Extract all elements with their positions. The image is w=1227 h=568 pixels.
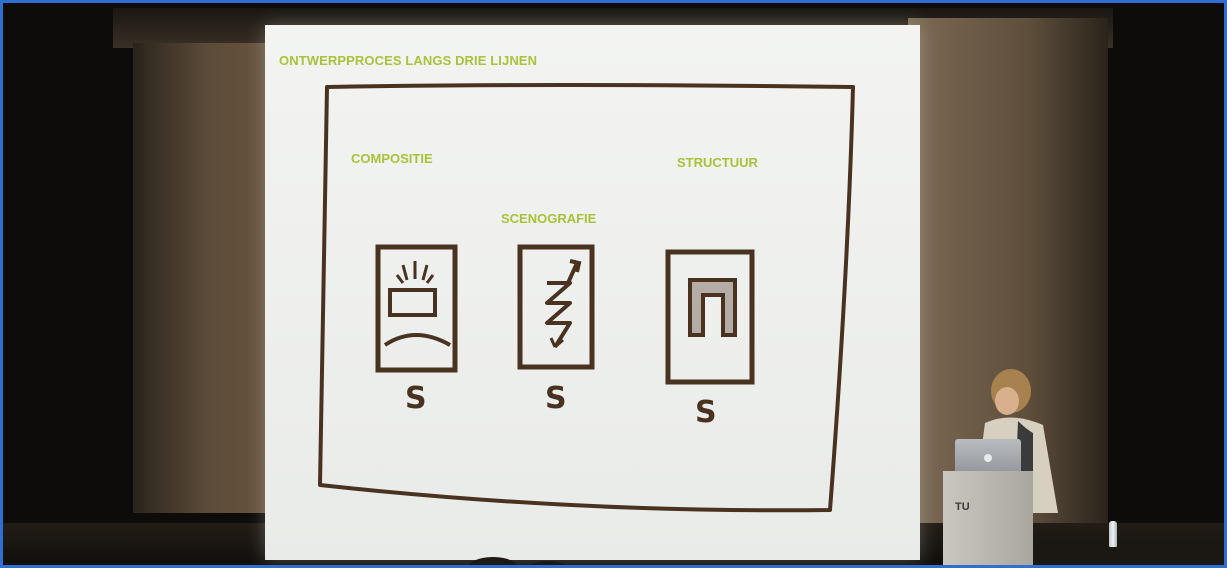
side-table [1033, 541, 1224, 565]
sketch-letter-s-3: S [695, 395, 717, 430]
scenografie-sketch [517, 244, 595, 370]
compositie-sketch [375, 244, 458, 373]
water-bottle [1109, 521, 1117, 547]
sketch-letter-s-2: S [545, 381, 567, 416]
wall-left [133, 43, 283, 513]
label-scenografie: SCENOGRAFIE [501, 211, 597, 226]
hand-drawn-sketch [318, 83, 855, 513]
audience-heads [468, 557, 566, 565]
sketch-outer-frame [318, 83, 855, 513]
slide-title: ONTWERPPROCES LANGS DRIE LIJNEN [279, 53, 538, 68]
podium [943, 471, 1033, 565]
structuur-sketch [665, 249, 755, 385]
label-compositie: COMPOSITIE [351, 151, 433, 166]
sketch-letter-s-1: S [405, 381, 427, 416]
label-structuur: STRUCTUUR [677, 155, 758, 170]
projection-screen: ONTWERPPROCES LANGS DRIE LIJNEN [265, 25, 920, 560]
apple-logo-icon [984, 454, 992, 462]
podium-logo: TU [955, 501, 970, 513]
